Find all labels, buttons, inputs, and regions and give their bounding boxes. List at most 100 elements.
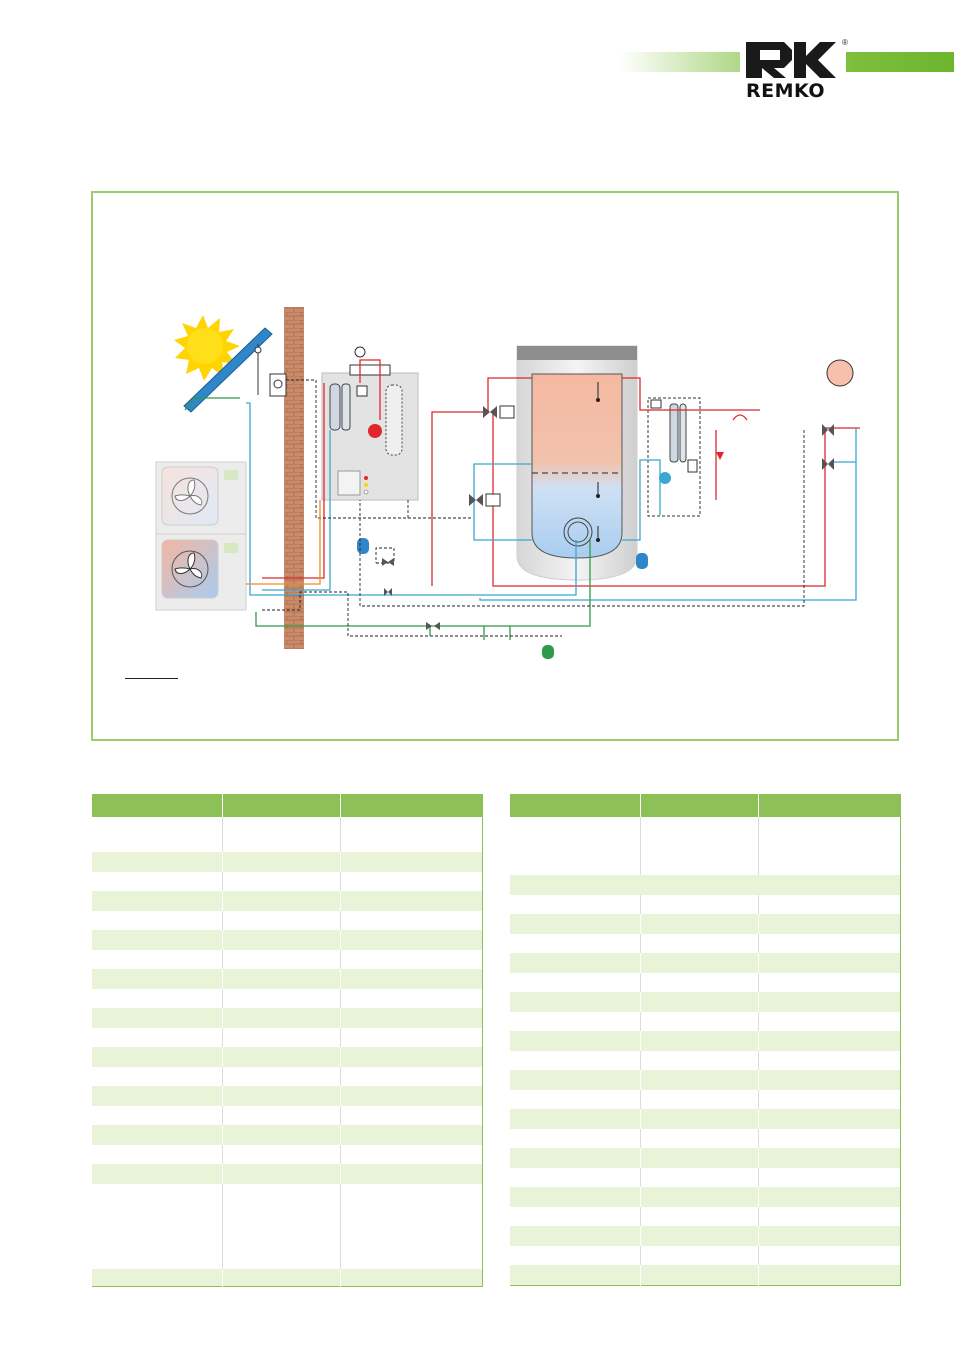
table-cell xyxy=(639,934,759,953)
table-row xyxy=(91,930,483,950)
table-cell xyxy=(509,953,641,973)
table-cell xyxy=(91,872,223,891)
brand-logo xyxy=(740,38,846,102)
heating-return-lines xyxy=(246,402,857,601)
brand-name: REMKO xyxy=(746,80,826,102)
table-cell xyxy=(340,1067,483,1086)
table-row xyxy=(91,1008,483,1028)
table-cell xyxy=(91,1269,223,1286)
table-cell xyxy=(221,911,341,930)
heat-pump-outdoor-unit xyxy=(155,461,247,611)
table-cell xyxy=(221,817,341,852)
table-cell xyxy=(639,1168,759,1187)
sun-icon xyxy=(174,315,240,381)
table-cell xyxy=(340,930,483,950)
table-cell xyxy=(91,930,223,950)
legend-underline xyxy=(125,678,178,679)
table-cell xyxy=(340,1106,483,1125)
circulation-pump-icon xyxy=(368,424,382,438)
table-row xyxy=(91,1067,483,1086)
table-row xyxy=(91,1164,483,1184)
table-cell xyxy=(221,969,341,989)
registered-mark: ® xyxy=(842,38,848,47)
table-row xyxy=(509,1265,901,1285)
valve-icon xyxy=(382,406,834,630)
table-cell xyxy=(91,817,223,852)
sensor-icon xyxy=(273,379,283,389)
table-cell xyxy=(221,1047,341,1067)
table-cell xyxy=(509,1090,641,1109)
table-row xyxy=(509,914,901,934)
table-row xyxy=(509,1129,901,1148)
table-cell xyxy=(509,1031,641,1051)
table-cell xyxy=(91,950,223,969)
table-row xyxy=(91,1028,483,1047)
table-cell xyxy=(509,875,901,895)
table-row xyxy=(509,953,901,973)
storage-tank-icon xyxy=(516,345,638,581)
table-cell xyxy=(509,1207,641,1226)
table-cell xyxy=(340,1269,483,1286)
table-cell xyxy=(758,992,901,1012)
table-cell xyxy=(340,1184,483,1269)
table-cell xyxy=(639,895,759,914)
table-cell xyxy=(340,1047,483,1067)
table-cell xyxy=(509,1265,641,1285)
table-cell xyxy=(91,1086,223,1106)
table-cell xyxy=(91,1106,223,1125)
table-row xyxy=(91,989,483,1008)
table-cell xyxy=(509,1168,641,1187)
table-cell xyxy=(758,1226,901,1246)
table-cell xyxy=(758,953,901,973)
table-cell xyxy=(509,914,641,934)
table-cell xyxy=(509,1051,641,1070)
table-row xyxy=(91,1047,483,1067)
table-cell xyxy=(509,1187,641,1207)
table-cell xyxy=(221,1125,341,1145)
table-cell xyxy=(340,1008,483,1028)
table-row xyxy=(509,1187,901,1207)
table-cell xyxy=(758,1109,901,1129)
table-cell xyxy=(758,1265,901,1285)
table-cell xyxy=(221,1145,341,1164)
table-cell xyxy=(340,1145,483,1164)
table-cell xyxy=(221,989,341,1008)
table-row xyxy=(509,1031,901,1051)
table-cell xyxy=(340,817,483,852)
left-legend-table xyxy=(91,794,483,1287)
outdoor-sensor-box xyxy=(269,373,287,397)
table-cell xyxy=(639,914,759,934)
table-row xyxy=(509,1012,901,1031)
table-cell xyxy=(221,1164,341,1184)
table-cell xyxy=(340,891,483,911)
circulation-pump-icon xyxy=(659,472,671,484)
table-cell xyxy=(639,1187,759,1207)
table-cell xyxy=(639,1246,759,1265)
radiator-icon xyxy=(826,359,854,387)
table-cell xyxy=(509,1012,641,1031)
table-cell xyxy=(639,1265,759,1285)
table-cell xyxy=(758,895,901,914)
pressure-gauge-icon xyxy=(354,346,366,358)
table-cell xyxy=(758,1187,901,1207)
table-cell xyxy=(758,1148,901,1168)
table-cell xyxy=(221,891,341,911)
solar-circuit-lines xyxy=(184,397,591,640)
table-cell xyxy=(221,1067,341,1086)
table-cell xyxy=(91,911,223,930)
table-cell xyxy=(509,992,641,1012)
table-row xyxy=(509,992,901,1012)
table-cell xyxy=(91,989,223,1008)
table-row xyxy=(509,934,901,953)
fresh-water-station xyxy=(647,397,724,517)
table-cell xyxy=(221,1269,341,1286)
table-cell xyxy=(340,1164,483,1184)
table-cell xyxy=(509,1226,641,1246)
table-row xyxy=(91,950,483,969)
table-cell xyxy=(91,1145,223,1164)
table-cell xyxy=(509,973,641,992)
refrigerant-lines xyxy=(246,500,321,585)
table-cell xyxy=(639,1129,759,1148)
table-row xyxy=(509,1207,901,1226)
table-row xyxy=(509,1051,901,1070)
